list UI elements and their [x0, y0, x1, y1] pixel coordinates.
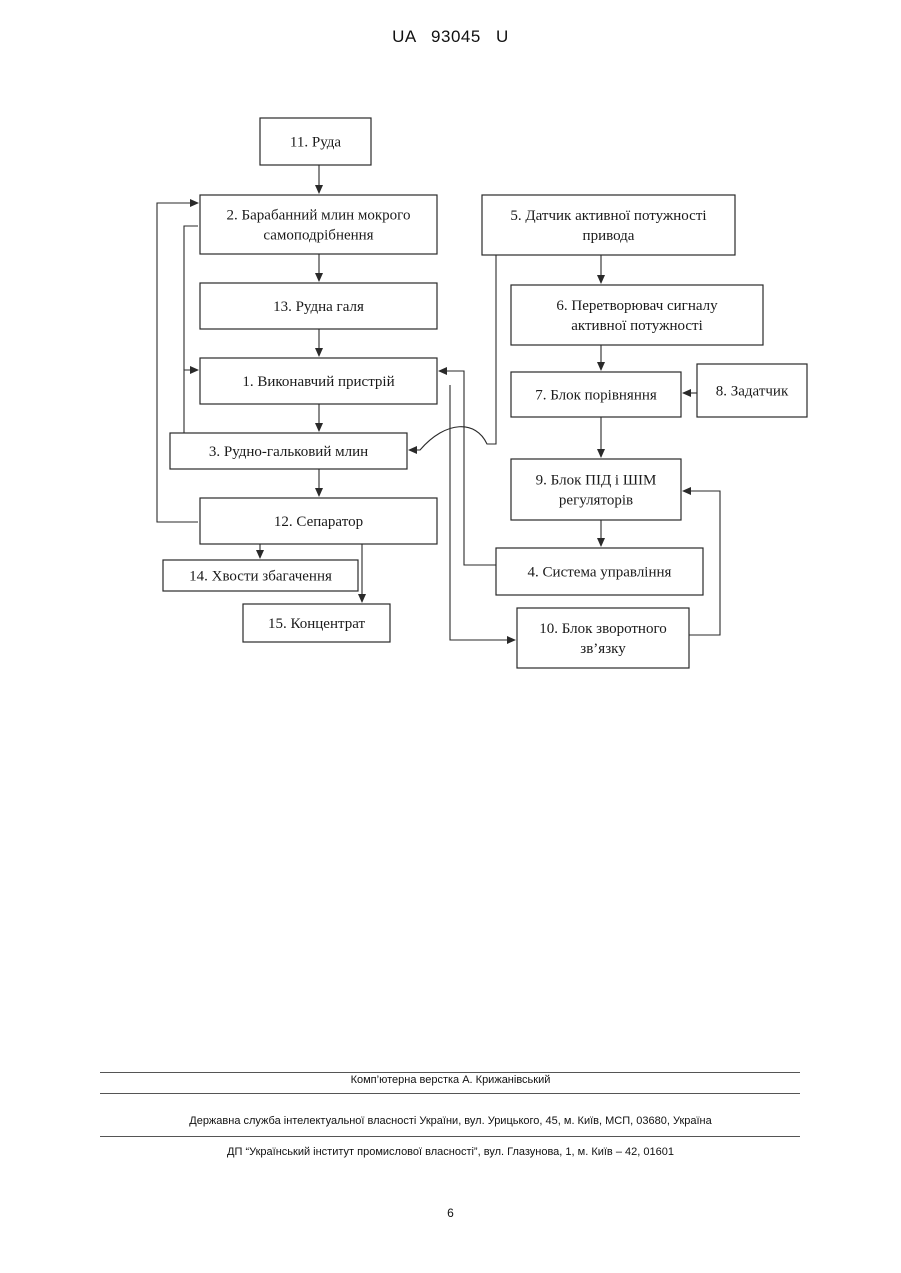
block-n7: 7. Блок порівняння	[511, 372, 681, 417]
block-frame	[482, 195, 735, 255]
edge-n12-n2	[184, 226, 198, 370]
block-label: зв’язку	[580, 641, 626, 657]
block-label: 1. Виконавчий пристрій	[242, 374, 394, 390]
block-frame	[511, 459, 681, 520]
block-n13: 13. Рудна галя	[200, 283, 437, 329]
block-frame	[511, 285, 763, 345]
block-label: 11. Руда	[290, 135, 341, 151]
block-n3: 3. Рудно-гальковий млин	[170, 433, 407, 469]
block-label: 3. Рудно-гальковий млин	[209, 444, 368, 460]
block-frame	[517, 608, 689, 668]
block-n4: 4. Система управління	[496, 548, 703, 595]
block-n15: 15. Концентрат	[243, 604, 390, 642]
block-label: 5. Датчик активної потужності	[510, 208, 706, 224]
block-n11: 11. Руда	[260, 118, 371, 165]
footer-rule-top	[100, 1072, 800, 1073]
footer-rule-bottom	[100, 1136, 800, 1137]
block-label: 10. Блок зворотного	[539, 621, 667, 637]
block-n12: 12. Сепаратор	[200, 498, 437, 544]
layout-credit: Комп’ютерна верстка А. Крижанівський	[0, 1074, 901, 1086]
page-number: 6	[0, 1206, 901, 1220]
block-label: 7. Блок порівняння	[535, 388, 657, 404]
edge-n12-n14	[157, 203, 198, 522]
block-frame	[200, 195, 437, 254]
institute-address: ДП “Український інститут промислової вла…	[0, 1146, 901, 1158]
block-n5: 5. Датчик активної потужності привода	[482, 195, 735, 255]
block-label: привода	[583, 228, 635, 244]
block-n2: 2. Барабанний млин мокрого самоподрібненн…	[200, 195, 437, 254]
block-label: регуляторів	[559, 493, 633, 509]
block-label: 8. Задатчик	[716, 384, 789, 400]
block-n8: 8. Задатчик	[697, 364, 807, 417]
block-n9: 9. Блок ПІД і ШІМ регуляторів	[511, 459, 681, 520]
edge-n4-n1	[439, 371, 496, 565]
block-n10: 10. Блок зворотного зв’язку	[517, 608, 689, 668]
block-label: 9. Блок ПІД і ШІМ	[536, 473, 657, 489]
block-label: 12. Сепаратор	[274, 514, 363, 530]
footer-rule-middle	[100, 1093, 800, 1094]
block-label: 13. Рудна галя	[273, 299, 364, 315]
block-label: 15. Концентрат	[268, 616, 366, 632]
office-address: Державна служба інтелектуальної власност…	[0, 1115, 901, 1127]
block-label: 14. Хвости збагачення	[189, 569, 332, 585]
block-label: 6. Перетворювач сигналу	[556, 298, 718, 314]
edge-n1-n10	[450, 385, 515, 640]
process-block-diagram: 11. Руда 2. Барабанний млин мокрого самопо…	[0, 0, 901, 700]
diagram-blocks: 11. Руда 2. Барабанний млин мокрого самопо…	[163, 118, 807, 668]
block-n1: 1. Виконавчий пристрій	[200, 358, 437, 404]
block-n14: 14. Хвости збагачення	[163, 560, 358, 591]
block-label: активної потужності	[571, 318, 703, 334]
block-label: 4. Система управління	[528, 565, 672, 581]
edge-n3-n2	[184, 370, 198, 433]
block-label: самоподрібнення	[263, 228, 373, 244]
block-label: 2. Барабанний млин мокрого	[227, 208, 411, 224]
block-n6: 6. Перетворювач сигналу активної потужнос…	[511, 285, 763, 345]
